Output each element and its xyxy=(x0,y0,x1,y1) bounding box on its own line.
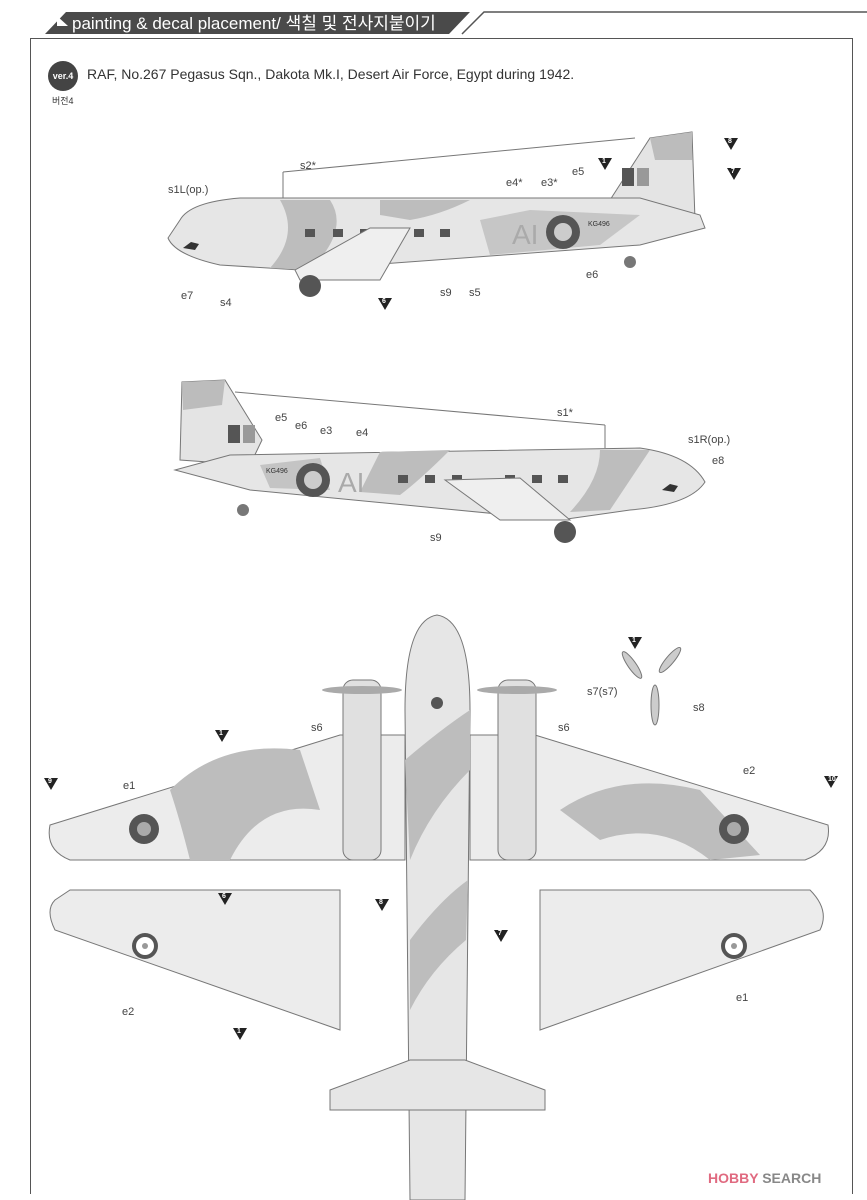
section-title: painting & decal placement/ 색칠 및 전사지붙이기 xyxy=(72,14,436,33)
label-s1R: s1R(op.) xyxy=(688,434,731,446)
label-e7: e7 xyxy=(181,290,194,302)
label-s9: s9 xyxy=(430,532,442,544)
page-frame xyxy=(30,38,853,1194)
pegasus-emblem-icon xyxy=(662,484,678,492)
callout-9: 9 xyxy=(44,778,58,790)
side-view-left: AI KG496 xyxy=(167,131,706,297)
callout-6: 6 xyxy=(218,893,232,905)
callout-7: 7 xyxy=(494,930,508,942)
label-e2-upper: e2 xyxy=(743,765,756,777)
pegasus-emblem-icon xyxy=(183,242,199,250)
callout-1-lower: 1 xyxy=(233,1028,247,1040)
label-s7: s7(s7) xyxy=(587,686,618,698)
label-e4: e4 xyxy=(356,427,369,439)
label-s4: s4 xyxy=(220,297,232,309)
triangle-marker-icon xyxy=(57,16,68,26)
watermark: HOBBY SEARCH xyxy=(708,1170,822,1186)
code-letters: AI xyxy=(338,467,364,498)
label-e6: e6 xyxy=(586,269,599,281)
code-letters: AI xyxy=(512,219,538,250)
callout-8: 8 xyxy=(375,899,389,911)
side-view-right: AI KG496 xyxy=(173,379,706,543)
serial-number: KG496 xyxy=(266,468,288,475)
callout-6: 6 xyxy=(378,298,392,310)
label-s9: s9 xyxy=(440,287,452,299)
callout-10: 10 xyxy=(824,776,838,788)
label-e4: e4* xyxy=(506,177,523,189)
label-e3: e3 xyxy=(320,425,333,437)
plan-view xyxy=(48,614,830,1200)
label-e3: e3* xyxy=(541,177,558,189)
propeller-detail xyxy=(621,646,682,726)
label-e5: e5 xyxy=(572,166,585,178)
label-s1: s1* xyxy=(557,407,573,419)
label-e5: e5 xyxy=(275,412,288,424)
label-s8: s8 xyxy=(693,702,705,714)
callout-1: 1 xyxy=(215,730,229,742)
label-e8: e8 xyxy=(712,455,725,467)
callout-7: 7 xyxy=(727,168,741,180)
label-s6-left: s6 xyxy=(311,722,323,734)
label-s1L: s1L(op.) xyxy=(168,184,209,196)
label-s6-right: s6 xyxy=(558,722,570,734)
callout-1: 1 xyxy=(598,158,612,170)
label-s2: s2* xyxy=(300,160,316,172)
version-sub-label: 버전4 xyxy=(52,96,74,106)
label-s5: s5 xyxy=(469,287,481,299)
header-bar xyxy=(45,11,867,35)
version-badge: ver.4 xyxy=(48,61,78,91)
label-e2-lower: e2 xyxy=(122,1006,135,1018)
label-e1-upper: e1 xyxy=(123,780,136,792)
scheme-description: RAF, No.267 Pegasus Sqn., Dakota Mk.I, D… xyxy=(87,66,575,82)
label-e6: e6 xyxy=(295,420,308,432)
serial-number: KG496 xyxy=(588,221,610,228)
callout-1-propeller: 1 xyxy=(628,637,642,649)
label-e1-lower: e1 xyxy=(736,992,749,1004)
callout-8: 8 xyxy=(724,138,738,150)
